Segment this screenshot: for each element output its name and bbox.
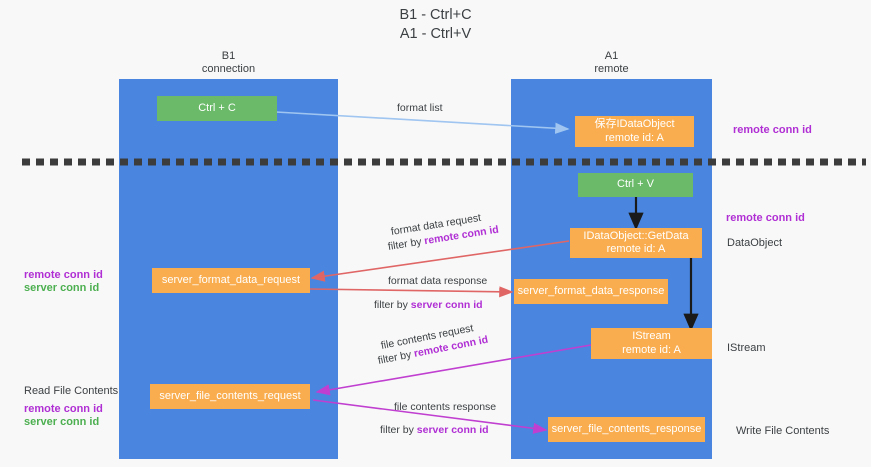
node-server-file-contents-response[interactable]: server_file_contents_response <box>548 417 705 442</box>
node-server-file-contents-request[interactable]: server_file_contents_request <box>150 384 310 409</box>
edge-filter-key-2: server conn id <box>410 299 483 311</box>
annotation-read-file-contents: Read File Contents <box>24 385 119 397</box>
edge-filter-prefix-2: filter by <box>374 299 411 311</box>
node-ctrl-v[interactable]: Ctrl + V <box>578 173 693 197</box>
annotation-istream: IStream <box>727 342 766 354</box>
node-idataobject-getdata[interactable]: IDataObject::GetData remote id: A <box>570 228 702 258</box>
column-header-b1-role: connection <box>201 63 256 75</box>
annotation-left-remote-conn-id-bottom: remote conn id <box>24 403 103 415</box>
edge-filter-format-data-response: filter by server conn id <box>374 298 483 312</box>
node-ctrl-c[interactable]: Ctrl + C <box>157 96 277 121</box>
column-header-b1: B1 connection <box>119 50 338 76</box>
edge-label-format-data-response: format data response <box>388 275 488 287</box>
annotation-left-remote-conn-id-mid: remote conn id <box>24 269 103 281</box>
column-header-a1: A1 remote <box>511 50 712 76</box>
node-getdata-line1: IDataObject::GetData <box>583 229 689 242</box>
node-istream[interactable]: IStream remote id: A <box>591 328 712 359</box>
edge-filter-file-contents-response: filter by server conn id <box>380 423 489 437</box>
node-istream-line1: IStream <box>632 330 671 342</box>
edge-filter-prefix-4: filter by <box>380 424 417 436</box>
node-save-idataobject-line2: remote id: A <box>605 131 664 144</box>
annotation-remote-conn-id-top: remote conn id <box>733 124 812 136</box>
arrow-format-data-response <box>309 286 514 298</box>
node-save-idataobject[interactable]: 保存IDataObject remote id: A <box>575 116 694 147</box>
page-title: B1 - Ctrl+C A1 - Ctrl+V <box>0 6 871 44</box>
title-line-2: A1 - Ctrl+V <box>399 26 472 42</box>
node-istream-line2: remote id: A <box>622 343 681 356</box>
node-server-format-data-request[interactable]: server_format_data_request <box>152 268 310 293</box>
annotation-left-server-conn-id-mid: server conn id <box>24 282 100 294</box>
edge-label-format-list: format list <box>397 102 443 114</box>
edge-filter-key-4: server conn id <box>416 424 489 436</box>
node-server-format-data-response[interactable]: server_format_data_response <box>514 279 668 304</box>
column-header-b1-name: B1 <box>221 50 236 62</box>
annotation-remote-conn-id-mid: remote conn id <box>726 212 805 224</box>
column-header-a1-role: remote <box>594 63 629 75</box>
node-save-idataobject-line1: 保存IDataObject <box>594 118 675 130</box>
annotation-dataobject: DataObject <box>727 237 783 249</box>
edge-label-file-contents-response: file contents response <box>394 401 497 413</box>
annotation-write-file-contents: Write File Contents <box>736 425 830 437</box>
column-header-a1-name: A1 <box>604 50 619 62</box>
title-line-1: B1 - Ctrl+C <box>399 7 472 23</box>
annotation-left-server-conn-id-bottom: server conn id <box>24 416 100 428</box>
node-getdata-line2: remote id: A <box>606 243 666 255</box>
